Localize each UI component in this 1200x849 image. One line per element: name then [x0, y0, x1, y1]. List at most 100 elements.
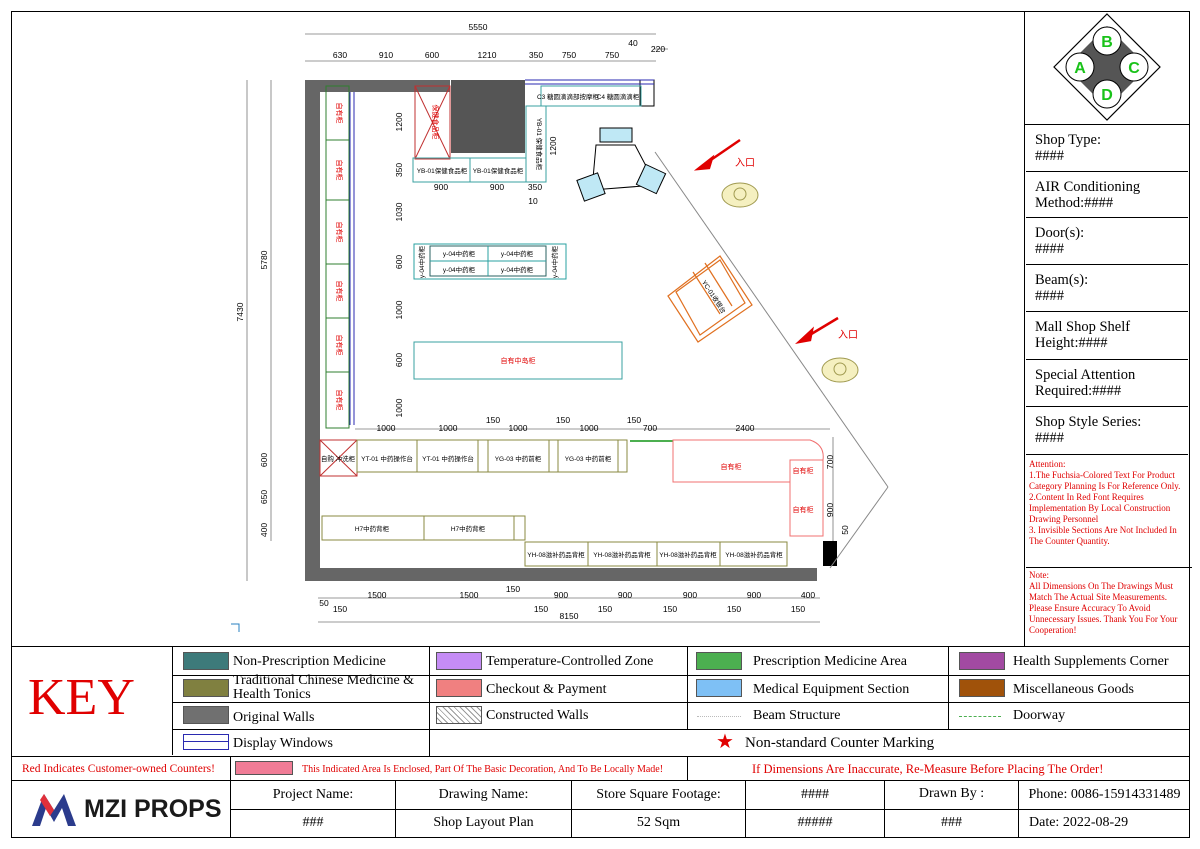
island-cabinet	[413, 341, 623, 380]
dim-top-total: 5550	[469, 22, 488, 32]
display-window-left	[349, 92, 355, 425]
special-label: Special Attention Required:####	[1035, 367, 1136, 399]
key-checkout: Checkout & Payment	[486, 682, 607, 697]
dim-bottom: 400	[801, 590, 815, 600]
compass-label-d: D	[1101, 87, 1113, 104]
key-title: KEY	[28, 669, 135, 726]
notes-divider	[11, 780, 1190, 781]
key-rx: Prescription Medicine Area	[753, 654, 907, 669]
dim-top: 40	[628, 38, 638, 48]
dim-inner-h1: 900	[490, 182, 504, 192]
dim-inner-h1: 900	[434, 182, 448, 192]
dim-inner-v: 600	[394, 353, 404, 367]
key-tcm: Traditional Chinese Medicine & Health To…	[233, 673, 415, 702]
shop-type-value: ####	[1035, 148, 1064, 164]
dim-bottom: 1500	[460, 590, 479, 600]
attention-title: Attention:	[1029, 459, 1066, 469]
label-self-cabinet: 自有柜	[335, 160, 344, 181]
info-beam: Beam(s): ####	[1026, 265, 1188, 312]
shelf-label: Mall Shop Shelf Height:####	[1035, 319, 1131, 351]
key-display: Display Windows	[233, 736, 333, 751]
label-y-shelf: y-04中药柜	[501, 249, 534, 258]
door-value: ####	[1035, 241, 1064, 257]
logo-text: MZI PROPS	[84, 795, 222, 823]
entrance-label: 入口	[735, 158, 755, 169]
dimension-lines	[246, 33, 834, 623]
dim-inner-v: 1000	[394, 398, 404, 417]
label-yg03: YG-03 中药前柜	[565, 454, 612, 463]
key-nonstd: Non-standard Counter Marking	[745, 735, 935, 751]
red-note: Red Indicates Customer-owned Counters!	[22, 763, 215, 775]
dim-left-lower: 400	[259, 523, 269, 537]
compass-d	[1092, 79, 1122, 109]
note-block: Note: All Dimensions On The Drawings Mus…	[1026, 568, 1192, 648]
dim-inner-v: 1000	[394, 300, 404, 319]
attention-item: 3. Invisible Sections Are Not Included I…	[1029, 525, 1177, 546]
info-special: Special Attention Required:####	[1026, 360, 1188, 407]
label-yh08: YH-08滋补药品背柜	[527, 550, 585, 559]
swatch-otc	[183, 652, 229, 670]
dim-inner-h1: 350	[528, 182, 542, 192]
dim-left-lower: 650	[259, 490, 269, 504]
dim-top: 220	[651, 44, 665, 54]
dim-bottom: 900	[554, 590, 568, 600]
label-self-front: 自有柜	[793, 466, 814, 475]
note-body: All Dimensions On The Drawings Must Matc…	[1029, 581, 1178, 635]
key-otc: Non-Prescription Medicine	[233, 654, 386, 669]
dim-mid-h: 1000	[580, 423, 599, 433]
beam-label: Beam(s):	[1035, 272, 1089, 288]
dim-mid-h: 150	[486, 415, 500, 425]
swatch-medical	[696, 679, 742, 697]
dim-bottom: 150	[791, 604, 805, 614]
key-grid-h	[172, 729, 1190, 730]
key-grid-h	[172, 702, 1190, 703]
key-beam: Beam Structure	[753, 708, 841, 723]
entrance-arrow-1	[693, 138, 741, 171]
compass-a	[1065, 52, 1095, 82]
yh08-cabinet-row	[524, 541, 788, 567]
label-yt01: YT-01 中药操作台	[361, 454, 413, 463]
label-yg03: YG-03 中药前柜	[495, 454, 542, 463]
dim-bottom: 900	[683, 590, 697, 600]
dim-bottom: 150	[598, 604, 612, 614]
tb-vline	[395, 780, 396, 838]
display-window-top	[525, 79, 654, 85]
swatch-doorway	[959, 716, 1001, 717]
beam-diagonal	[654, 151, 889, 488]
swatch-misc	[959, 679, 1005, 697]
checkout-counter	[667, 255, 753, 343]
enclosed-swatch	[235, 761, 293, 775]
label-self-front: 自有柜	[721, 462, 742, 471]
dim-top: 350	[529, 50, 543, 60]
label-self-front: 自有柜	[793, 505, 814, 514]
dim-bottom: 900	[747, 590, 761, 600]
wall-block	[451, 80, 525, 153]
label-checkout: YC-01收银台	[700, 278, 728, 315]
compass-b	[1092, 26, 1122, 56]
remeasure-note: If Dimensions Are Inaccurate, Re-Measure…	[752, 762, 1104, 776]
notes-vline	[230, 756, 231, 838]
label-c3: C3 糖圆滴滴部按摩柜	[537, 92, 600, 101]
label-y-shelf: y-04中药柜	[443, 265, 476, 274]
dim-mid-h: 1000	[509, 423, 528, 433]
label-yh08: YH-08滋补药品背柜	[593, 550, 651, 559]
dim-right-inner: 1200	[548, 136, 558, 155]
key-grid-h	[172, 675, 1190, 676]
style-value: ####	[1035, 430, 1064, 446]
label-yb01-right: YB-01保健食品柜	[473, 166, 524, 175]
drawing-value: Shop Layout Plan	[433, 815, 534, 830]
mzi-logo-mark	[32, 794, 76, 826]
swatch-beam	[697, 716, 741, 717]
beam-value: ####	[1035, 288, 1064, 304]
self-cabinet-column	[325, 85, 350, 429]
footage-label: Store Square Footage:	[596, 787, 721, 802]
dim-bottom: 50	[319, 598, 329, 608]
phone: Phone: 0086-15914331489	[1028, 787, 1181, 802]
dim-mid-h: 2400	[736, 423, 755, 433]
tb-vline	[884, 780, 885, 838]
label-yb01-vertical: YB-01 保健食品柜	[535, 118, 544, 171]
shop-type-label: Shop Type:	[1035, 132, 1101, 148]
footage-value: 52 Sqm	[636, 815, 681, 830]
label-c4: C4 糖圆滴滴柜	[597, 92, 640, 101]
swatch-tcm	[183, 679, 229, 697]
